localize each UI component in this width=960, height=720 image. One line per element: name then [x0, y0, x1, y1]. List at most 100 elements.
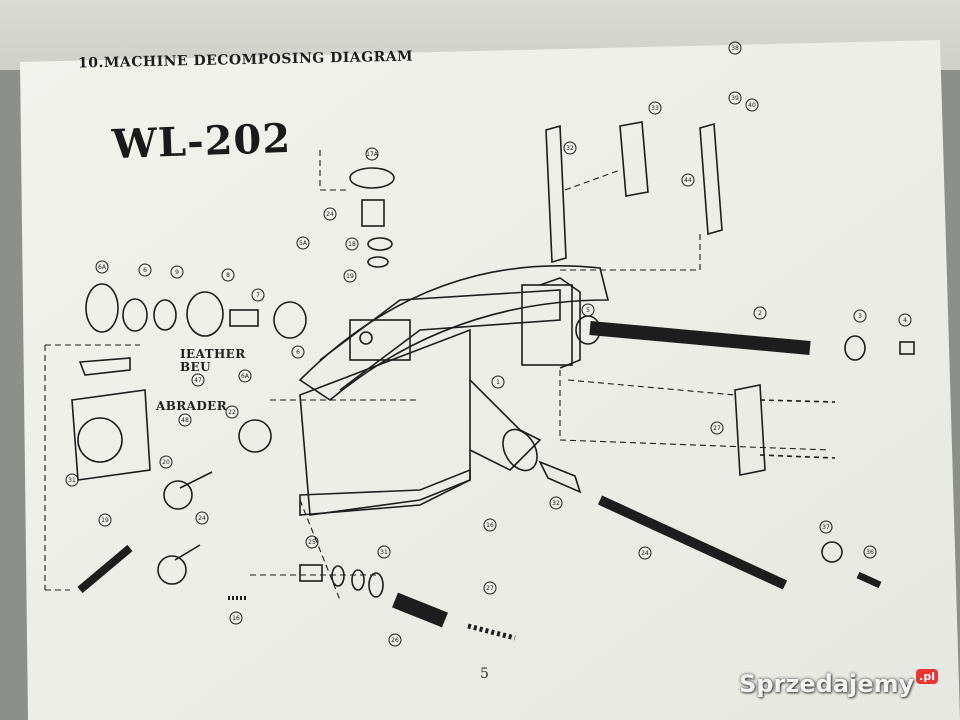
part-20 [157, 555, 187, 585]
part-47 [699, 122, 723, 236]
washer-b [351, 569, 365, 591]
base-foot [299, 468, 471, 516]
svg-text:2: 2 [758, 310, 762, 317]
part-10 [122, 298, 148, 332]
callout-43: 40 [745, 98, 759, 112]
page-number: 5 [480, 666, 489, 682]
svg-text:1: 1 [496, 379, 500, 386]
callout-13: 17A [365, 147, 379, 161]
callout-40: 37 [819, 520, 833, 534]
part-26 [734, 384, 766, 476]
callout-52: 48 [178, 413, 192, 427]
top-block-hole [359, 331, 373, 345]
callout-6: 6 [291, 345, 305, 359]
part-6 [273, 301, 307, 339]
front-housing [469, 379, 542, 471]
svg-text:37: 37 [822, 524, 830, 531]
svg-text:40: 40 [748, 102, 756, 109]
part-4 [899, 341, 915, 355]
svg-text:7: 7 [256, 292, 260, 299]
callout-21: 25 [305, 535, 319, 549]
part-17-gear [163, 480, 193, 510]
svg-text:27: 27 [713, 425, 721, 432]
svg-text:48: 48 [181, 417, 189, 424]
svg-text:3: 3 [858, 313, 862, 320]
part-15 [367, 256, 389, 268]
callout-7: 7 [251, 288, 265, 302]
svg-text:6A: 6A [241, 373, 250, 380]
part-13-spring [349, 167, 395, 189]
svg-text:17A: 17A [366, 151, 379, 158]
part-22 [392, 592, 448, 628]
part-40 [821, 541, 843, 563]
svg-text:36: 36 [866, 549, 874, 556]
dash-left [44, 344, 140, 591]
callout-18: 22 [225, 405, 239, 419]
callout-3: 3 [853, 309, 867, 323]
callout-24: 31 [377, 545, 391, 559]
part-9 [153, 299, 177, 331]
svg-text:33: 33 [651, 105, 659, 112]
callout-36: 32 [563, 141, 577, 155]
callout-51: 47 [191, 373, 205, 387]
part-39 [856, 571, 882, 589]
abrader-label: ABRADER [156, 399, 228, 413]
callouts: 6A 6 9 8 7 6 17A 24 18 19 5A 1 2 3 4 5 3… [65, 41, 912, 647]
callout-17: 20 [159, 455, 173, 469]
callout-4: 4 [898, 313, 912, 327]
clamp-side [539, 277, 581, 369]
top-block [349, 319, 411, 361]
svg-text:19: 19 [346, 273, 354, 280]
part-21 [299, 564, 323, 582]
svg-text:47: 47 [194, 377, 202, 384]
part-16 [77, 544, 133, 594]
callout-25: 32 [549, 496, 563, 510]
svg-text:8: 8 [226, 272, 230, 279]
svg-text:31: 31 [380, 549, 388, 556]
clamp-block [521, 284, 573, 366]
part-24 [368, 572, 384, 598]
part-3 [844, 335, 866, 361]
part-11 [85, 283, 119, 333]
callout-1: 1 [491, 375, 505, 389]
part-19-rod [597, 495, 788, 590]
paper-page [20, 40, 960, 720]
part-14 [367, 237, 393, 251]
svg-text:5A: 5A [299, 240, 308, 247]
callout-14: 18 [345, 237, 359, 251]
callout-41: 38 [728, 41, 742, 55]
callout-8: 8 [221, 268, 235, 282]
part-37 [619, 121, 649, 197]
callout-6a: 6A [238, 369, 252, 383]
svg-text:24: 24 [198, 515, 206, 522]
svg-text:24: 24 [326, 211, 334, 218]
svg-text:16: 16 [232, 615, 240, 622]
svg-text:38: 38 [731, 45, 739, 52]
part-20-shaft [174, 544, 201, 561]
watermark: Sprzedajemy.pl [739, 669, 938, 698]
part-27-bore [77, 417, 123, 463]
callout-11: 6A [95, 260, 109, 274]
callout-16: 19 [98, 513, 112, 527]
svg-text:39: 39 [731, 95, 739, 102]
svg-text:22: 22 [228, 409, 236, 416]
callout-5: 5 [581, 303, 595, 317]
watermark-suffix: .pl [916, 669, 938, 684]
svg-text:44: 44 [684, 177, 692, 184]
svg-text:6: 6 [143, 267, 147, 274]
callout-27: 31 [65, 473, 79, 487]
part-31 [78, 357, 131, 376]
machine-arm [298, 265, 610, 401]
dash-right [559, 370, 831, 451]
svg-text:32: 32 [552, 500, 560, 507]
part-26-pins [759, 399, 836, 459]
part-23-spring [467, 623, 516, 641]
part-2-shaft [589, 321, 811, 355]
callout-39: 36 [863, 545, 877, 559]
callout-12: 16 [229, 611, 243, 625]
svg-text:19: 19 [101, 517, 109, 524]
svg-text:25: 25 [308, 539, 316, 546]
callout-20: 24 [195, 511, 209, 525]
svg-text:6A: 6A [98, 264, 107, 271]
